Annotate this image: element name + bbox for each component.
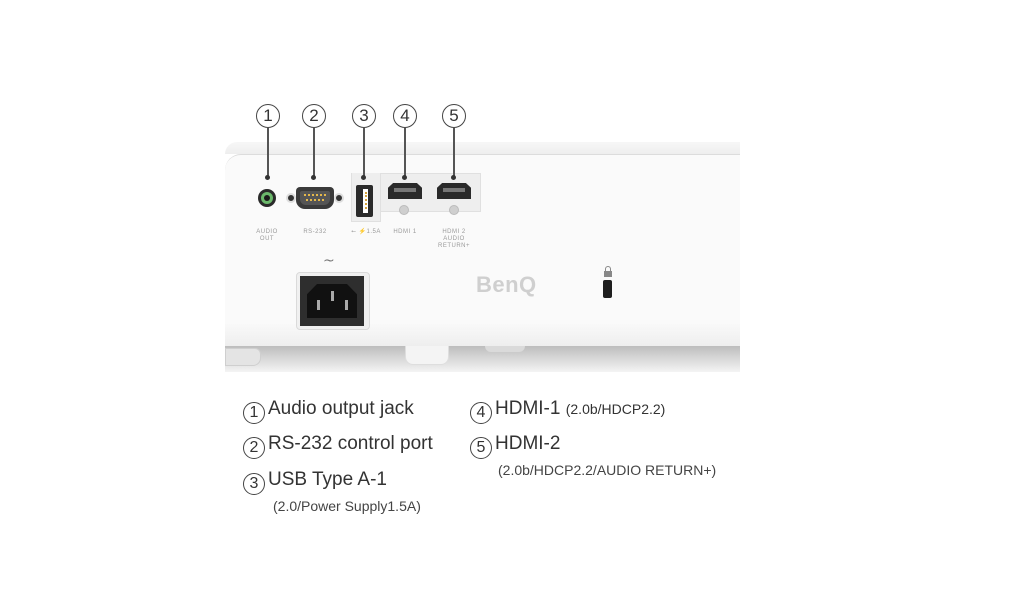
legend-detail-5: (2.0b/HDCP2.2/AUDIO RETURN+) (498, 462, 717, 478)
lock-icon-body (604, 271, 612, 277)
projector-top-edge (225, 142, 740, 154)
leader-dot-5 (451, 175, 456, 180)
callout-5: 5 (442, 104, 466, 128)
legend-title-5: HDMI-2 (495, 433, 561, 454)
hdmi1-port (388, 183, 422, 199)
lock-icon (605, 266, 611, 272)
leader-3 (363, 128, 365, 178)
rs232-screw-right (334, 193, 344, 203)
leader-dot-2 (311, 175, 316, 180)
brand-logo: BenQ (476, 272, 537, 297)
leader-2 (313, 128, 315, 178)
leader-4 (404, 128, 406, 178)
callout-1: 1 (256, 104, 280, 128)
hdmi2-screw (449, 205, 459, 215)
callout-2: 2 (302, 104, 326, 128)
leader-5 (453, 128, 455, 178)
hdmi1-label: HDMI 1 (393, 229, 417, 235)
legend-title-4: HDMI-1 (495, 398, 561, 419)
legend-number-3: 3 (243, 473, 265, 495)
audio-out-label: AUDIO OUT (256, 229, 278, 242)
legend-number-4: 4 (470, 402, 492, 424)
legend-detail-4: (2.0b/HDCP2.2) (565, 401, 666, 417)
projector-shadow (225, 346, 740, 372)
callout-4: 4 (393, 104, 417, 128)
ac-symbol: ~ (323, 253, 335, 269)
rs232-port (296, 187, 334, 209)
center-foot (405, 346, 449, 365)
hdmi1-screw (399, 205, 409, 215)
callout-3: 3 (352, 104, 376, 128)
legend-number-1: 1 (243, 402, 265, 424)
power-inlet-frame (296, 272, 370, 330)
legend-title-1: Audio output jack (268, 398, 414, 419)
usb-label: ⭠ ⚡1.5A (351, 229, 381, 235)
hdmi2-port (437, 183, 471, 199)
legend-number-5: 5 (470, 437, 492, 459)
leader-dot-1 (265, 175, 270, 180)
legend-title-2: RS-232 control port (268, 433, 433, 454)
leader-dot-4 (402, 175, 407, 180)
legend-title-3: USB Type A-1 (268, 469, 387, 490)
left-foot (225, 348, 261, 366)
legend-number-2: 2 (243, 437, 265, 459)
leader-dot-3 (361, 175, 366, 180)
legend-detail-3: (2.0/Power Supply1.5A) (273, 498, 421, 514)
leader-1 (267, 128, 269, 178)
audio-jack (258, 189, 276, 207)
usb-port (356, 185, 373, 217)
adjust-foot (485, 346, 525, 352)
kensington-slot (603, 280, 612, 298)
rs232-label: RS-232 (303, 229, 327, 235)
hdmi2-label: HDMI 2 AUDIO RETURN+ (437, 229, 470, 249)
rs232-screw-left (286, 193, 296, 203)
